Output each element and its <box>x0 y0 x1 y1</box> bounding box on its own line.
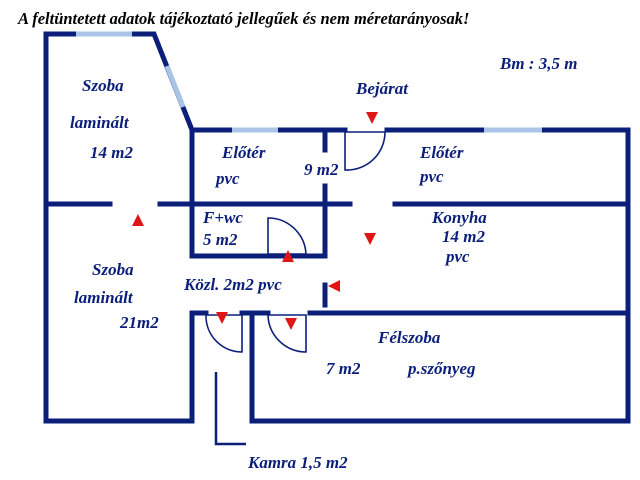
arrow-down-icon <box>285 318 297 330</box>
room-konyha-area: 14 m2 <box>442 227 485 246</box>
room-szoba-bottom-area: 21m2 <box>119 313 159 332</box>
room-fwc-area: 5 m2 <box>203 230 238 249</box>
labels: A feltüntetett adatok tájékoztató jelleg… <box>17 9 577 472</box>
ceiling-height: Bm : 3,5 m <box>499 54 577 73</box>
room-szoba-bottom-name: Szoba <box>92 260 134 279</box>
room-szoba-top-area: 14 m2 <box>90 143 133 162</box>
door-fwc <box>267 217 307 255</box>
room-eloter-left-name: Előtér <box>221 143 266 162</box>
arrow-down-icon <box>216 312 228 324</box>
disclaimer-note: A feltüntetett adatok tájékoztató jelleg… <box>17 9 469 28</box>
room-kozl: Közl. 2m2 pvc <box>183 275 282 294</box>
direction-arrows <box>132 112 378 330</box>
arrow-down-icon <box>366 112 378 124</box>
door-felszoba <box>267 314 307 353</box>
room-felszoba-floor: p.szőnyeg <box>406 359 476 378</box>
room-szoba-top-floor: laminált <box>70 113 130 132</box>
doors <box>205 131 386 353</box>
room-eloter-right-floor: pvc <box>418 167 444 186</box>
room-szoba-top-name: Szoba <box>82 76 124 95</box>
arrow-left-icon <box>328 280 340 292</box>
entrance-label: Bejárat <box>355 79 409 98</box>
room-konyha-floor: pvc <box>444 247 470 266</box>
room-szoba-bottom-floor: laminált <box>74 288 134 307</box>
arrow-up-icon <box>132 214 144 226</box>
room-felszoba-area: 7 m2 <box>326 359 361 378</box>
room-konyha-name: Konyha <box>431 208 487 227</box>
arrow-down-icon <box>364 233 376 245</box>
walls <box>43 31 631 446</box>
door-entrance <box>344 131 386 171</box>
windows <box>76 31 542 133</box>
window-diagonal <box>164 65 186 108</box>
door-kamra <box>205 314 243 353</box>
room-eloter-right-name: Előtér <box>419 143 464 162</box>
room-fwc-name: F+wc <box>202 208 243 227</box>
room-eloter-left-floor: pvc <box>214 169 240 188</box>
room-kamra: Kamra 1,5 m2 <box>247 453 348 472</box>
room-eloter-area: 9 m2 <box>304 160 339 179</box>
arrow-up-icon <box>282 250 294 262</box>
room-felszoba-name: Félszoba <box>377 328 441 347</box>
